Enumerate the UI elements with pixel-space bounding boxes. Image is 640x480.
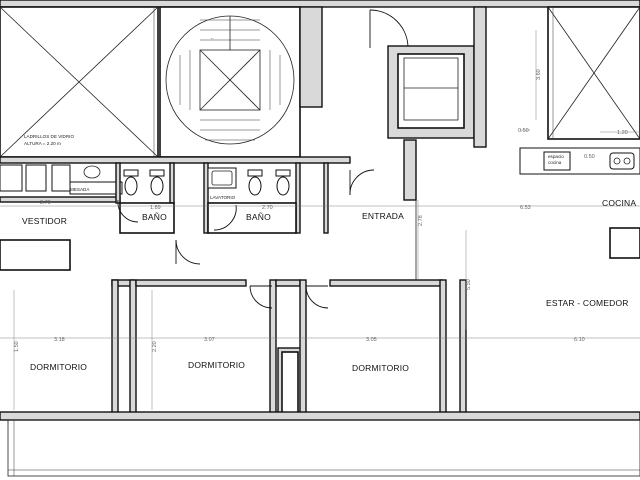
entrada-door[interactable] [349,169,375,196]
estar-left-wall [459,279,467,419]
vestidor-cabinets [0,164,71,192]
estar-counter [609,227,640,259]
room-dormitorio-3: DORMITORIO [352,363,409,373]
dimension-lines [0,30,640,410]
note-mesada: MESADA [70,187,90,192]
bedroom-2-door[interactable] [249,285,273,309]
room-dormitorio-1: DORMITORIO [30,362,87,372]
dim-2-70-mid: 2.70 [262,205,273,211]
dim-6-10: 6.10 [574,337,585,343]
column [299,6,323,108]
dim-1-50: 1.50 [14,341,20,352]
balcony [7,419,640,477]
note-lavatorio: LAVATORIO [210,195,236,200]
bath-left-lower-wall [0,196,121,203]
note-ladrillos-1: LADRILLOS DE VIDRIO [24,134,74,139]
bedroom-3-left-wall [299,279,307,419]
room-vestidor: VESTIDOR [22,216,67,226]
note-ladrillos-2: ALTURA = 2.20 m [24,141,61,146]
bedroom-2-top-wall [135,279,247,287]
note-espacio-2: cocina [548,160,562,165]
room-bano-2: BAÑO [246,212,271,222]
bedroom-2-left-wall [129,279,137,419]
dim-0-50: 0.50 [518,128,529,134]
dim-3-18: 3.18 [54,337,65,343]
room-cocina: COCINA [602,198,636,208]
room-entrada: ENTRADA [362,211,404,221]
vestidor-shelf [0,239,71,271]
bathroom-1 [69,162,175,234]
bedroom-3-door[interactable] [305,285,329,309]
dim-3-05: 3.05 [366,337,377,343]
bedroom-1-right-wall [111,279,119,419]
entrance-door[interactable] [369,9,409,49]
dim-2-20: 2.20 [152,341,158,352]
bath-1-door[interactable] [117,199,139,223]
dim-5-50: 5.50 [466,279,472,290]
room-bano-1: BAÑO [142,212,167,222]
closet [281,351,299,415]
bedroom-2-right-wall [269,279,277,419]
entrada-column [403,139,417,201]
dim-1-89: 1.89 [150,205,161,211]
facade-wall [0,411,640,421]
dim-2-78: 2.78 [418,215,424,226]
dim-1-20: 1.20 [617,130,628,136]
top-wall [0,0,640,8]
void-left [0,6,159,158]
note-espacio-1: espacio [548,154,564,159]
hall-door-left[interactable] [175,239,201,265]
dim-3-60: 3.60 [536,69,542,80]
shaft-wall [473,6,487,148]
bath-2-door[interactable] [213,204,237,231]
bedroom-3-right-wall [439,279,447,419]
kitchen-counter [519,147,640,175]
corridor-wall-b [275,279,301,287]
dim-2-70-left: 2.70 [40,200,51,206]
room-dormitorio-2: DORMITORIO [188,360,245,370]
void-right [547,6,640,140]
room-estar-comedor: ESTAR - COMEDOR [546,298,629,308]
bedroom-3-top-wall [329,279,443,287]
stairwell [159,6,301,158]
bath-top-wall [0,156,351,164]
dim-3-07: 3.07 [204,337,215,343]
stair-mark: ↑ [210,37,216,40]
bathroom-2 [203,162,329,234]
dim-0-50-b: 0.50 [584,154,595,160]
elevator [387,45,475,139]
dim-6-53: 6.53 [520,205,531,211]
